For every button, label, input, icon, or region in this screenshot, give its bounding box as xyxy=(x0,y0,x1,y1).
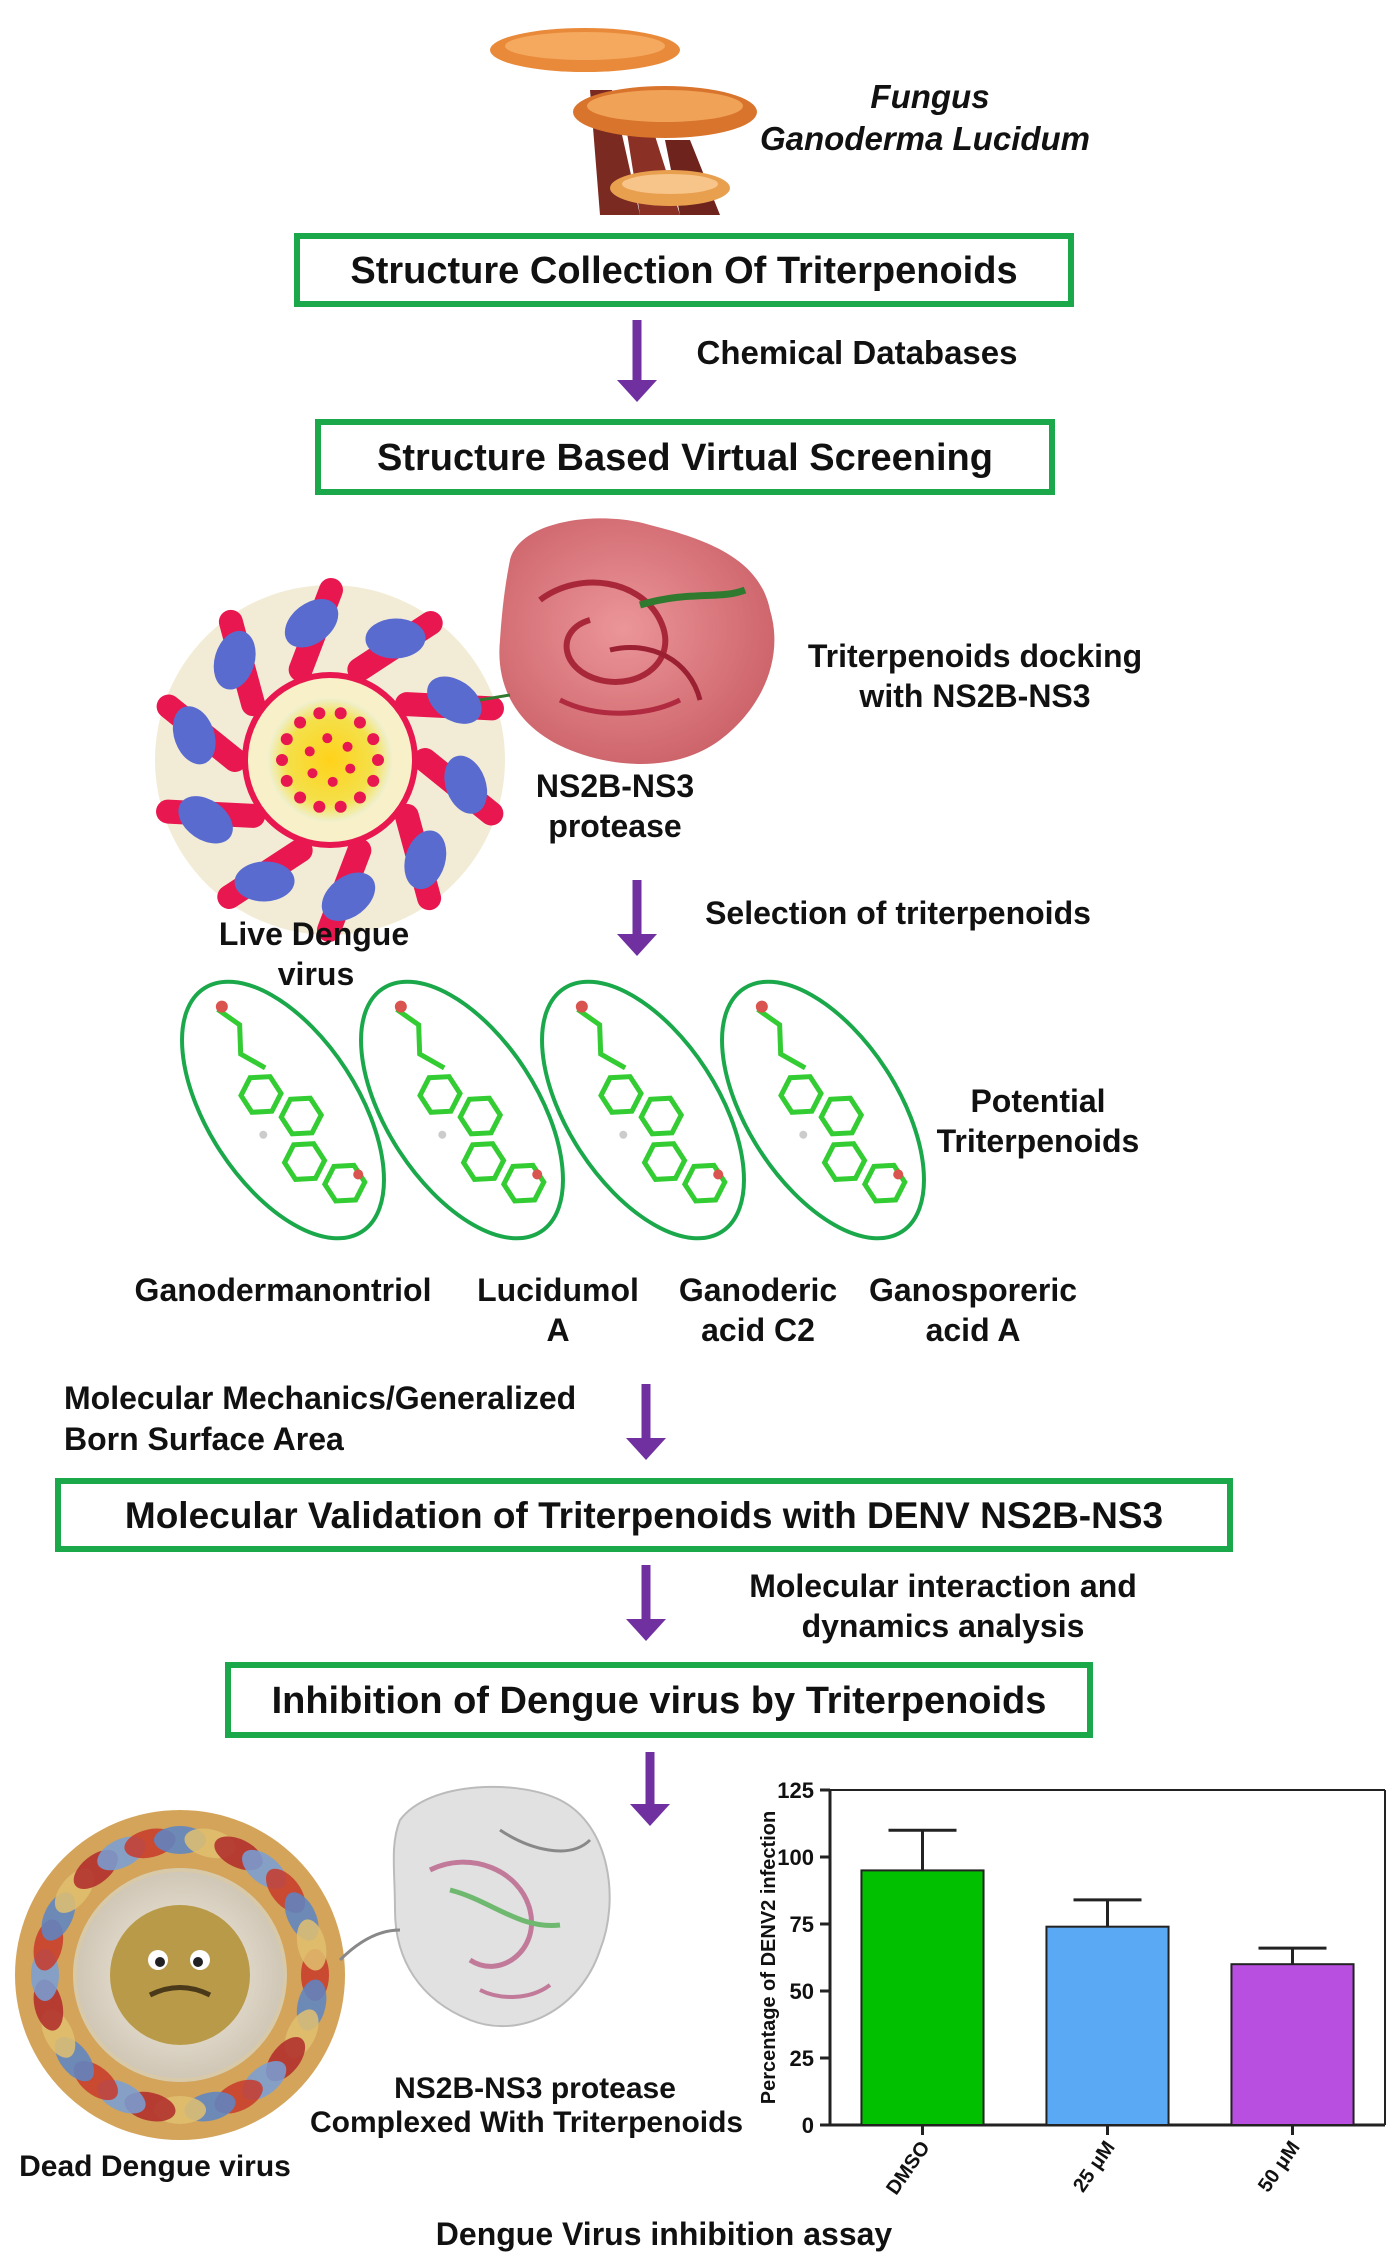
compound-structure-1 xyxy=(180,979,386,1241)
flow-arrowhead-5 xyxy=(630,1804,670,1826)
arrow-interaction-line1: Molecular interaction and xyxy=(749,1568,1137,1604)
compound-name-4-line2: acid A xyxy=(926,1312,1021,1348)
chart-bar xyxy=(860,1869,985,2127)
arrow-interaction-line2: dynamics analysis xyxy=(802,1608,1085,1644)
dead-dengue-virus-illustration xyxy=(15,1810,345,2140)
docking-label-line2: with NS2B-NS3 xyxy=(858,678,1090,714)
chart-x-tick-label: 25 μM xyxy=(1069,2137,1120,2196)
chart-x-tick-label: 50 μM xyxy=(1254,2137,1305,2196)
compound-structure-2 xyxy=(359,979,565,1241)
chart-x-tick-label: DMSO xyxy=(882,2137,934,2199)
flow-arrowhead-4 xyxy=(626,1619,666,1641)
compound-structure-3 xyxy=(540,979,746,1241)
docking-label-line1: Triterpenoids docking xyxy=(808,638,1142,674)
source-line2: Ganoderma Lucidum xyxy=(760,120,1090,157)
step-box-collection xyxy=(294,233,1074,307)
protease-label-line1: NS2B-NS3 xyxy=(536,768,694,804)
live-dengue-virus-illustration xyxy=(155,578,505,942)
complex-label-line1: NS2B-NS3 protease xyxy=(394,2072,676,2105)
compound-name-2-line2: A xyxy=(546,1312,569,1348)
chart-y-tick-label: 75 xyxy=(790,1912,814,1937)
virus-label-line2: virus xyxy=(278,956,354,992)
chart-y-tick-label: 100 xyxy=(777,1845,814,1870)
complex-label-line2: Complexed With Triterpenoids xyxy=(310,2106,743,2139)
arrow-mmgbsa-line2: Born Surface Area xyxy=(64,1421,344,1457)
compounds-title-line2: Triterpenoids xyxy=(937,1123,1140,1159)
flow-arrowhead-2 xyxy=(617,934,657,956)
protease-label-line2: protease xyxy=(548,808,681,844)
flow-arrowhead-3 xyxy=(626,1438,666,1460)
compound-name-4-line1: Ganosporeric xyxy=(869,1272,1077,1308)
assay-title: Dengue Virus inhibition assay xyxy=(436,2216,893,2252)
chart-y-label: Percentage of DENV2 infection xyxy=(758,1811,780,2104)
arrow-mmgbsa-line1: Molecular Mechanics/Generalized xyxy=(64,1380,576,1416)
compound-name-3-line1: Ganoderic xyxy=(679,1272,837,1308)
chart-y-tick-label: 125 xyxy=(777,1778,814,1803)
compound-ellipses xyxy=(180,979,926,1241)
dead-virus-label: Dead Dengue virus xyxy=(19,2150,291,2183)
compound-name-2-line1: Lucidumol xyxy=(477,1272,639,1308)
compounds-title-line1: Potential xyxy=(970,1083,1105,1119)
step-collection-label: Structure Collection Of Triterpenoids xyxy=(350,250,1017,292)
step-validation-label: Molecular Validation of Triterpenoids wi… xyxy=(125,1495,1163,1536)
step-box-screening xyxy=(315,419,1055,495)
mushroom-illustration xyxy=(490,28,757,215)
step-inhibition-label: Inhibition of Dengue virus by Triterpeno… xyxy=(272,1680,1047,1722)
flow-arrowhead-1 xyxy=(617,380,657,402)
compound-name-3-line2: acid C2 xyxy=(701,1312,815,1348)
protease-complex-illustration xyxy=(338,1785,611,2028)
chart-y-tick-label: 50 xyxy=(790,1979,814,2004)
step-box-validation xyxy=(55,1478,1233,1552)
step-screening-label: Structure Based Virtual Screening xyxy=(377,437,993,479)
chart-bar xyxy=(1230,1963,1355,2126)
ns2b-ns3-protease-illustration xyxy=(479,518,775,764)
chart-y-tick-label: 25 xyxy=(790,2046,814,2071)
compound-name-1: Ganodermanontriol xyxy=(135,1272,432,1308)
step-box-inhibition xyxy=(225,1662,1093,1738)
virus-label-line1: Live Dengue xyxy=(219,916,409,952)
arrow-databases-label: Chemical Databases xyxy=(697,334,1018,371)
compound-structure-4 xyxy=(720,979,926,1241)
arrow-selection-label: Selection of triterpenoids xyxy=(705,895,1091,931)
chart-bar xyxy=(1045,1925,1170,2127)
source-line1: Fungus xyxy=(870,78,989,115)
chart-y-tick-label: 0 xyxy=(802,2113,814,2138)
